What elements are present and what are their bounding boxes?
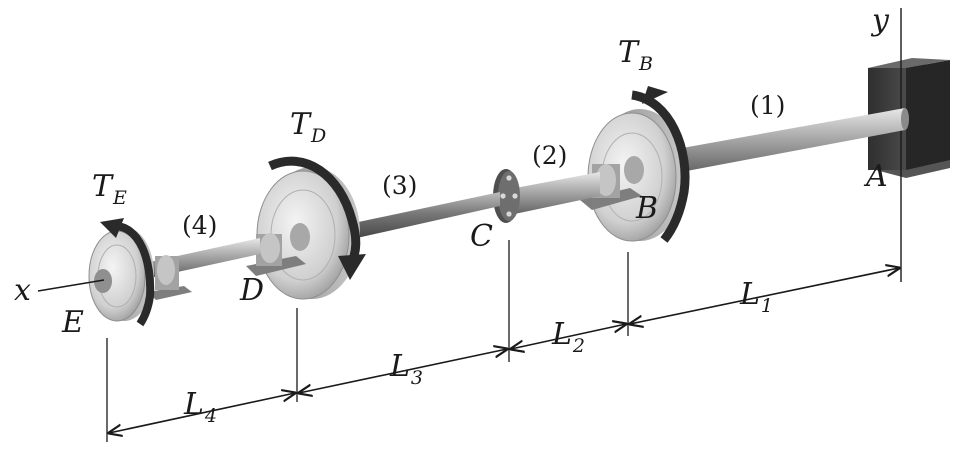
torque-label-tb: TB bbox=[618, 35, 653, 75]
segment-label-4: (4) bbox=[182, 211, 217, 240]
torque-arrow-b bbox=[631, 86, 690, 243]
shaft-segment-1 bbox=[660, 108, 909, 176]
segment-label-3: (3) bbox=[382, 171, 417, 200]
bearing-d bbox=[246, 233, 306, 276]
shaft-segment-2 bbox=[505, 172, 600, 216]
dimension-line-l1 bbox=[630, 268, 899, 324]
dimension-label-l2: L2 bbox=[551, 317, 585, 357]
point-label-d: D bbox=[239, 273, 264, 308]
dimension-line-l3 bbox=[299, 349, 507, 393]
shaft-segment-3 bbox=[330, 192, 500, 244]
y-axis: y bbox=[870, 3, 902, 282]
dimension-label-l3: L3 bbox=[389, 349, 423, 389]
point-label-a: A bbox=[863, 159, 888, 194]
torque-arrow-e bbox=[100, 218, 155, 327]
bearing-e bbox=[148, 255, 192, 300]
segment-label-1: (1) bbox=[750, 91, 785, 120]
dimension-line-l4 bbox=[109, 393, 295, 433]
gear-b bbox=[587, 109, 686, 242]
gear-e bbox=[88, 227, 154, 322]
torque-arrow-d bbox=[268, 156, 366, 280]
torque-label-te: TE bbox=[92, 169, 127, 209]
gear-d bbox=[256, 167, 360, 300]
torque-label-td: TD bbox=[290, 107, 326, 147]
point-label-e: E bbox=[61, 305, 84, 340]
dimension-label-l4: L4 bbox=[183, 387, 217, 427]
dimension-lines bbox=[109, 268, 899, 433]
x-axis-label: x bbox=[14, 273, 31, 308]
point-label-b: B bbox=[635, 191, 658, 226]
point-label-c: C bbox=[470, 219, 493, 254]
y-axis-label: y bbox=[870, 3, 890, 38]
dimension-label-l1: L1 bbox=[739, 277, 773, 317]
coupling-c bbox=[493, 169, 520, 223]
segment-label-2: (2) bbox=[532, 141, 567, 170]
x-axis: x bbox=[14, 273, 105, 308]
dimension-line-l2 bbox=[511, 324, 626, 349]
